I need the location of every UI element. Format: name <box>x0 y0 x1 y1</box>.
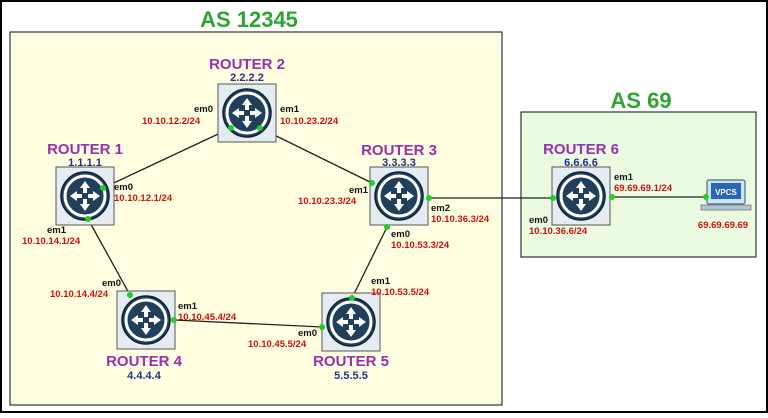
router-1-id: 1.1.1.1 <box>68 157 102 169</box>
router-5-name: ROUTER 5 <box>313 353 389 370</box>
interface-ip: 10.10.23.2/24 <box>280 116 339 127</box>
link-router1-router4 <box>87 218 131 296</box>
router-6-id: 6.6.6.6 <box>564 157 598 169</box>
vpcs-ip: 69.69.69.69 <box>698 220 748 231</box>
vpcs-label: VPCS <box>715 188 737 197</box>
interface-name: em1 <box>47 225 67 236</box>
router-6-icon[interactable] <box>550 165 612 227</box>
interface-name: em2 <box>431 203 450 214</box>
router-1-icon[interactable] <box>54 165 116 227</box>
router-3-name: ROUTER 3 <box>361 142 437 159</box>
interface-name: em1 <box>349 185 369 196</box>
interface-name: em1 <box>614 172 634 183</box>
interface-name: em0 <box>529 215 548 226</box>
interface-ip: 10.10.14.4/24 <box>50 289 109 300</box>
port-dot <box>228 125 234 131</box>
router-2-icon[interactable] <box>216 82 278 144</box>
interface-ip: 10.10.23.3/24 <box>298 196 357 207</box>
port-dot <box>426 195 432 201</box>
port-dot <box>550 195 556 201</box>
router-2-name: ROUTER 2 <box>209 56 285 73</box>
router-3-id: 3.3.3.3 <box>382 157 416 169</box>
interface-ip: 10.10.53.5/24 <box>371 287 430 298</box>
interface-name: em0 <box>114 182 133 193</box>
interface-ip: 10.10.12.1/24 <box>114 193 173 204</box>
router-1-name: ROUTER 1 <box>47 141 123 158</box>
interface-name: em1 <box>371 276 391 287</box>
interface-ip: 69.69.69.1/24 <box>614 183 673 194</box>
pc-icon[interactable]: VPCS <box>700 179 752 211</box>
router-4-icon[interactable] <box>115 289 177 351</box>
port-dot <box>609 194 615 200</box>
port-dot <box>369 180 375 186</box>
port-dot <box>319 324 325 330</box>
interface-ip: 10.10.14.1/24 <box>22 236 81 247</box>
router-4-name: ROUTER 4 <box>106 353 183 370</box>
router-5-icon[interactable] <box>320 291 382 353</box>
port-dot <box>85 216 91 222</box>
router-3-icon[interactable] <box>368 165 430 227</box>
interface-ip: 10.10.53.3/24 <box>391 240 450 251</box>
port-dot <box>171 317 177 323</box>
port-dot <box>384 224 390 230</box>
router-2-id: 2.2.2.2 <box>230 72 264 84</box>
link-router1-router2 <box>102 127 232 189</box>
link-router4-router5 <box>173 319 323 328</box>
port-dot <box>100 185 106 191</box>
router-5-id: 5.5.5.5 <box>334 370 368 382</box>
as-69-title: AS 69 <box>610 88 671 113</box>
interface-name: em0 <box>298 328 317 339</box>
interface-name: em0 <box>102 278 121 289</box>
port-dot <box>703 194 709 200</box>
interface-name: em0 <box>194 104 213 115</box>
router-4-id: 4.4.4.4 <box>127 370 162 382</box>
link-router5-router3 <box>351 226 388 299</box>
interface-ip: 10.10.12.2/24 <box>142 116 201 127</box>
interface-name: em0 <box>391 229 410 240</box>
as-12345-title: AS 12345 <box>200 7 298 32</box>
port-dot <box>349 295 355 301</box>
interface-ip: 10.10.45.4/24 <box>178 312 237 323</box>
interface-ip: 10.10.36.3/24 <box>431 214 490 225</box>
interface-name: em1 <box>280 104 300 115</box>
interface-ip: 10.10.45.5/24 <box>248 339 307 350</box>
link-router2-router3 <box>259 127 373 184</box>
port-dot <box>257 125 263 131</box>
port-dot <box>127 292 133 298</box>
interface-name: em1 <box>178 301 198 312</box>
interface-ip: 10.10.36.6/24 <box>529 226 588 237</box>
router-6-name: ROUTER 6 <box>543 141 619 158</box>
